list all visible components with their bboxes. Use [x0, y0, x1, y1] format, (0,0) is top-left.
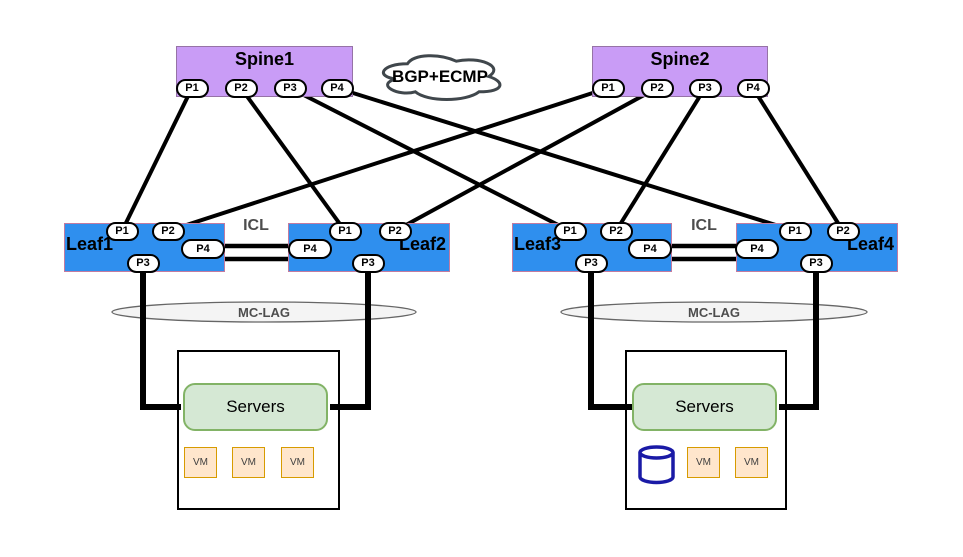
- leaf1-port-p1: P1: [105, 221, 139, 241]
- mclag-ellipse-left: [111, 301, 417, 323]
- vm-label: VM: [241, 457, 256, 468]
- vm-box: VM: [735, 447, 768, 478]
- leaf3-port-p2: P2: [599, 221, 633, 241]
- spine1-port-p4: P4: [320, 78, 354, 98]
- vm-label: VM: [696, 457, 711, 468]
- leaf2-port-p1: P1: [328, 221, 362, 241]
- mclag-ellipse-right: [560, 301, 868, 323]
- server-group-box-left: [177, 350, 340, 510]
- downlink-leaf4p3-servers: [779, 258, 819, 410]
- servers-label-left: Servers: [226, 397, 285, 416]
- vm-box: VM: [281, 447, 314, 478]
- bgp-ecmp-cloud-label: BGP+ECMP: [392, 67, 488, 86]
- leaf4-port-p4: P4: [735, 238, 779, 259]
- leaf2-label: Leaf2: [398, 234, 446, 254]
- spine2-label: Spine2: [650, 49, 710, 69]
- leaf2-port-p3: P3: [351, 253, 385, 273]
- mclag-label-left: MC-LAG: [238, 305, 290, 320]
- link-spine1p4-leaf4p1: [336, 86, 796, 233]
- leaf4-label: Leaf4: [846, 234, 894, 254]
- vm-label: VM: [193, 457, 208, 468]
- spine1-port-p2: P2: [224, 78, 258, 98]
- vm-label: VM: [290, 457, 305, 468]
- servers-label-right: Servers: [675, 397, 734, 416]
- vm-label: VM: [744, 457, 759, 468]
- icl-label-left: ICL: [243, 217, 269, 234]
- downlink-leaf3p3-servers: [588, 258, 634, 410]
- servers-node-right: Servers: [632, 383, 777, 431]
- leaf3-port-p3: P3: [574, 253, 608, 273]
- leaf1-label: Leaf1: [66, 234, 114, 254]
- mclag-label-right: MC-LAG: [688, 305, 740, 320]
- vm-box: VM: [184, 447, 217, 478]
- leaf3-label: Leaf3: [514, 234, 562, 254]
- spine2-port-p2: P2: [640, 78, 674, 98]
- spine1-port-p3: P3: [273, 78, 307, 98]
- leaf1-port-p4: P4: [181, 238, 225, 259]
- link-spine2p1-leaf1p2: [167, 86, 609, 233]
- icl-label-right: ICL: [691, 217, 717, 234]
- spine2-port-p4: P4: [736, 78, 770, 98]
- link-spine1p3-leaf3p1: [289, 86, 571, 233]
- link-spine1p1-leaf1p1: [120, 87, 194, 232]
- link-spine2p2-leaf2p2: [394, 86, 658, 233]
- spine-leaf-links: [120, 86, 845, 233]
- leaf4-port-p3: P3: [799, 253, 833, 273]
- spine1-label: Spine1: [234, 49, 295, 69]
- database-icon: [638, 445, 675, 485]
- icl-links: [222, 243, 738, 262]
- link-spine1p2-leaf2p1: [239, 86, 347, 233]
- spine2-port-p1: P1: [591, 78, 625, 98]
- link-spine2p4-leaf4p2: [751, 86, 845, 233]
- leaf3-port-p4: P4: [628, 238, 672, 259]
- leaf4-port-p2: P2: [826, 221, 860, 241]
- server-group-box-right: [625, 350, 787, 510]
- bgp-ecmp-cloud-shape: [382, 54, 502, 101]
- leaf1-port-p2: P2: [151, 221, 185, 241]
- leaf4-port-p1: P1: [778, 221, 812, 241]
- servers-node-left: Servers: [183, 383, 328, 431]
- vm-box: VM: [232, 447, 265, 478]
- leaf1-port-p3: P3: [126, 253, 160, 273]
- vm-box: VM: [687, 447, 720, 478]
- link-spine2p3-leaf3p2: [614, 86, 707, 233]
- mclag-downlinks: [140, 258, 819, 410]
- spine2-port-p3: P3: [688, 78, 722, 98]
- leaf2-port-p2: P2: [378, 221, 412, 241]
- leaf3-port-p1: P1: [553, 221, 587, 241]
- spine1-port-p1: P1: [175, 78, 209, 98]
- downlink-leaf1p3-servers: [140, 258, 181, 410]
- downlink-leaf2p3-servers: [330, 258, 371, 410]
- leaf2-port-p4: P4: [288, 238, 332, 259]
